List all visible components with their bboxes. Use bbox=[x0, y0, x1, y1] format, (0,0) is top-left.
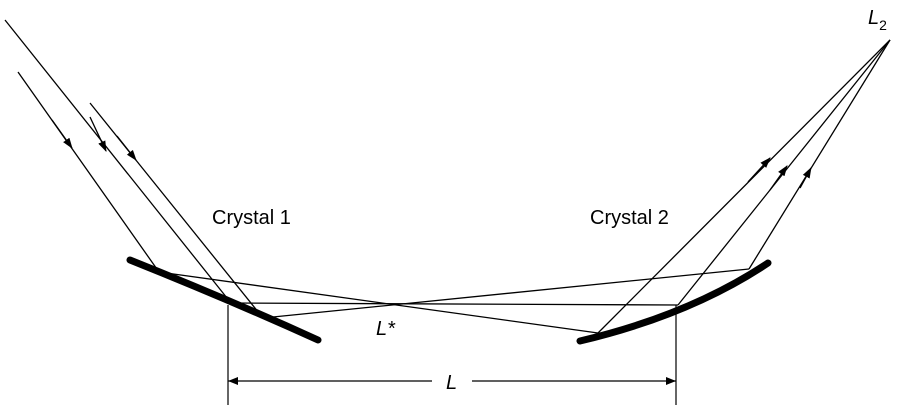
incoming-arrow-3 bbox=[116, 135, 137, 161]
distance-label: L bbox=[446, 372, 457, 394]
source-label-main: L bbox=[868, 7, 879, 29]
outgoing-arrow-2 bbox=[769, 165, 788, 191]
incoming-ray-1 bbox=[4, 19, 232, 304]
incoming-rays bbox=[4, 19, 264, 319]
outgoing-ray-3 bbox=[748, 39, 891, 270]
intercrystal-rays bbox=[158, 268, 750, 334]
source-label-subscript: 2 bbox=[879, 17, 887, 33]
incoming-arrow-1 bbox=[89, 116, 107, 152]
crossing-ray-2 bbox=[262, 268, 750, 319]
source-label: L2 bbox=[868, 7, 887, 33]
outgoing-ray-2 bbox=[677, 39, 891, 306]
incoming-arrow-2 bbox=[51, 119, 73, 149]
crystal-1-label: Crystal 1 bbox=[212, 207, 291, 229]
distance-marker bbox=[227, 305, 677, 405]
outgoing-arrow-3 bbox=[799, 167, 812, 189]
crystal-2-surface bbox=[576, 259, 772, 345]
crossing-ray-1 bbox=[158, 271, 599, 334]
midpoint-label: L* bbox=[376, 318, 396, 340]
crystal-2-label: Crystal 2 bbox=[590, 207, 669, 229]
outgoing-rays bbox=[597, 39, 891, 334]
incoming-ray-2 bbox=[17, 71, 160, 273]
central-ray bbox=[230, 302, 679, 306]
outgoing-arrow-1 bbox=[747, 157, 771, 183]
outgoing-ray-1 bbox=[597, 39, 891, 334]
crystal-1-surface bbox=[126, 256, 322, 344]
